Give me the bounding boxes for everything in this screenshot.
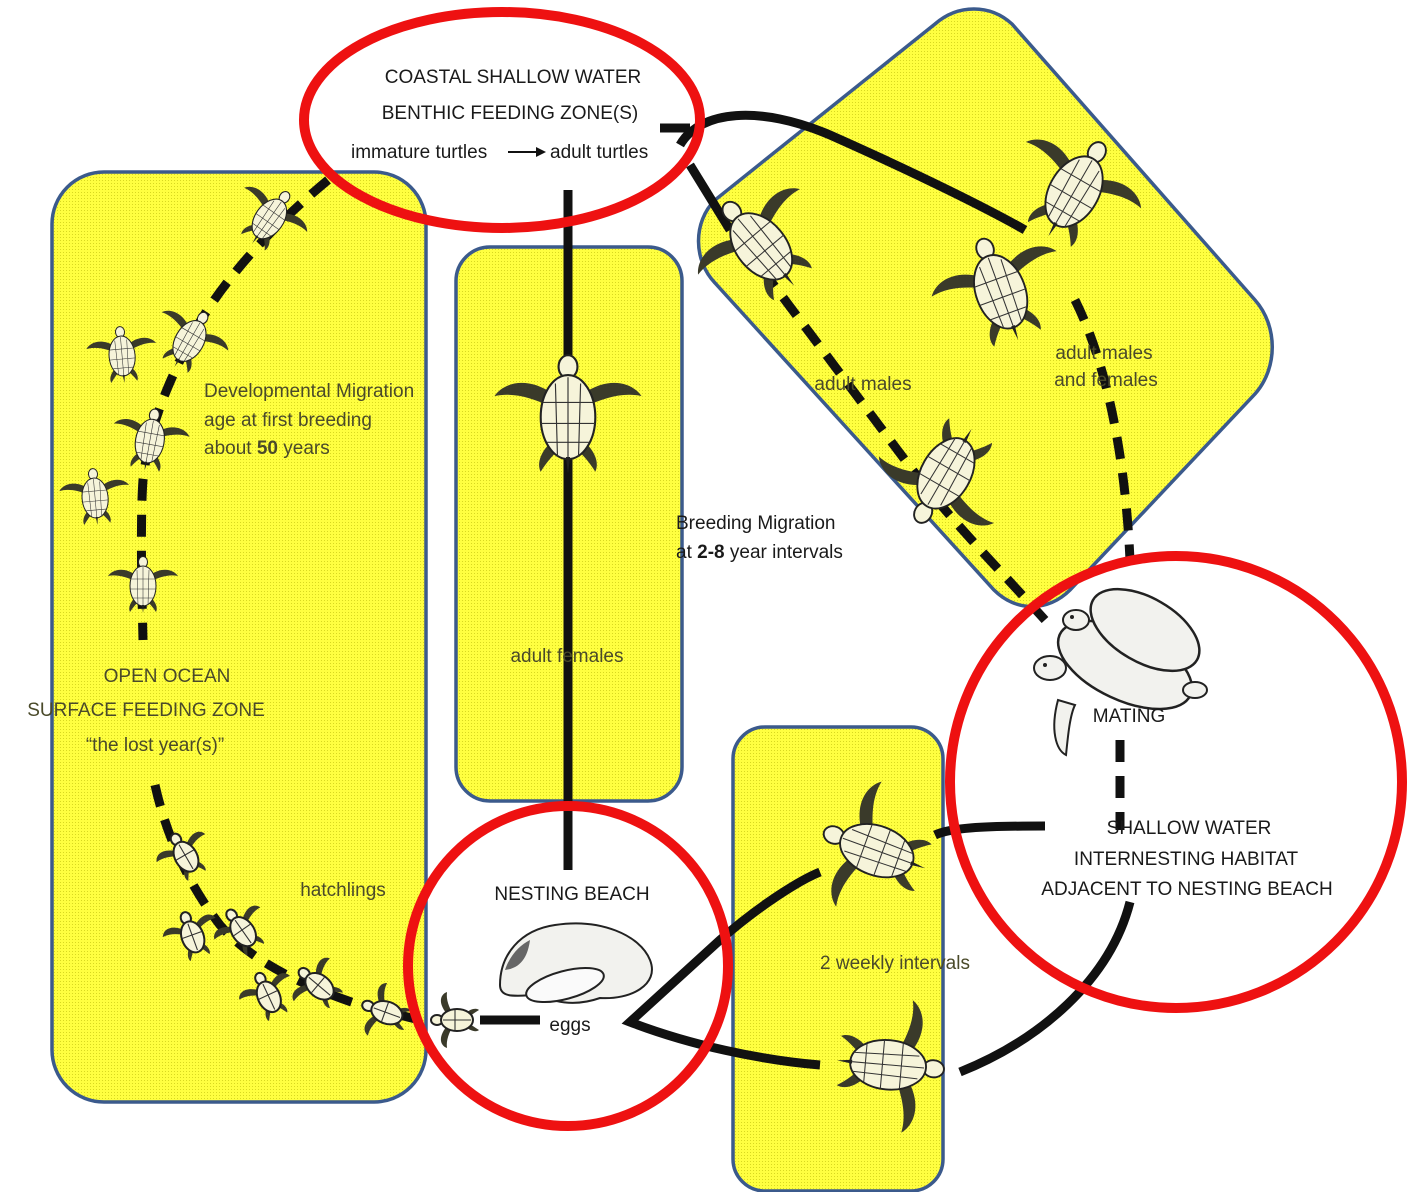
adult-males-label: adult males: [814, 374, 911, 395]
internesting-line1: SHALLOW WATER: [1107, 818, 1272, 839]
adult-males-females-line1: adult males: [1055, 343, 1152, 364]
surface-feeding-zone-label: SURFACE FEEDING ZONE: [27, 700, 265, 721]
breeding-age-label: about 50 years: [204, 438, 330, 459]
nesting-beach-label: NESTING BEACH: [494, 884, 649, 905]
arrow-icon: [508, 147, 546, 157]
coastal-zone-immature: immature turtles: [351, 142, 487, 163]
coastal-zone-title-line2: BENTHIC FEEDING ZONE(S): [382, 103, 639, 124]
internesting-line3: ADJACENT TO NESTING BEACH: [1041, 879, 1332, 900]
adult-females-label: adult females: [510, 646, 623, 667]
internesting-line2: INTERNESTING HABITAT: [1074, 849, 1299, 870]
breeding-migration-label: Breeding Migration: [676, 513, 835, 534]
open-ocean-label: OPEN OCEAN: [104, 666, 231, 687]
hatchling-icon: [431, 992, 479, 1048]
egg-nest-icon: [500, 923, 652, 1008]
coastal-zone-adult: adult turtles: [550, 142, 648, 163]
hatchlings-label: hatchlings: [300, 880, 386, 901]
adult-males-females-line2: and females: [1054, 370, 1158, 391]
eggs-label: eggs: [549, 1015, 590, 1036]
breeding-interval-label: at 2-8 year intervals: [676, 542, 843, 563]
first-breeding-label: age at first breeding: [204, 410, 372, 431]
coastal-zone-title-line1: COASTAL SHALLOW WATER: [385, 67, 642, 88]
mating-label: MATING: [1093, 706, 1165, 727]
lost-years-label: “the lost year(s)”: [86, 735, 224, 756]
weekly-intervals-label: 2 weekly intervals: [820, 953, 970, 974]
developmental-migration-label: Developmental Migration: [204, 381, 414, 402]
highlight-open-ocean: [52, 172, 426, 1102]
